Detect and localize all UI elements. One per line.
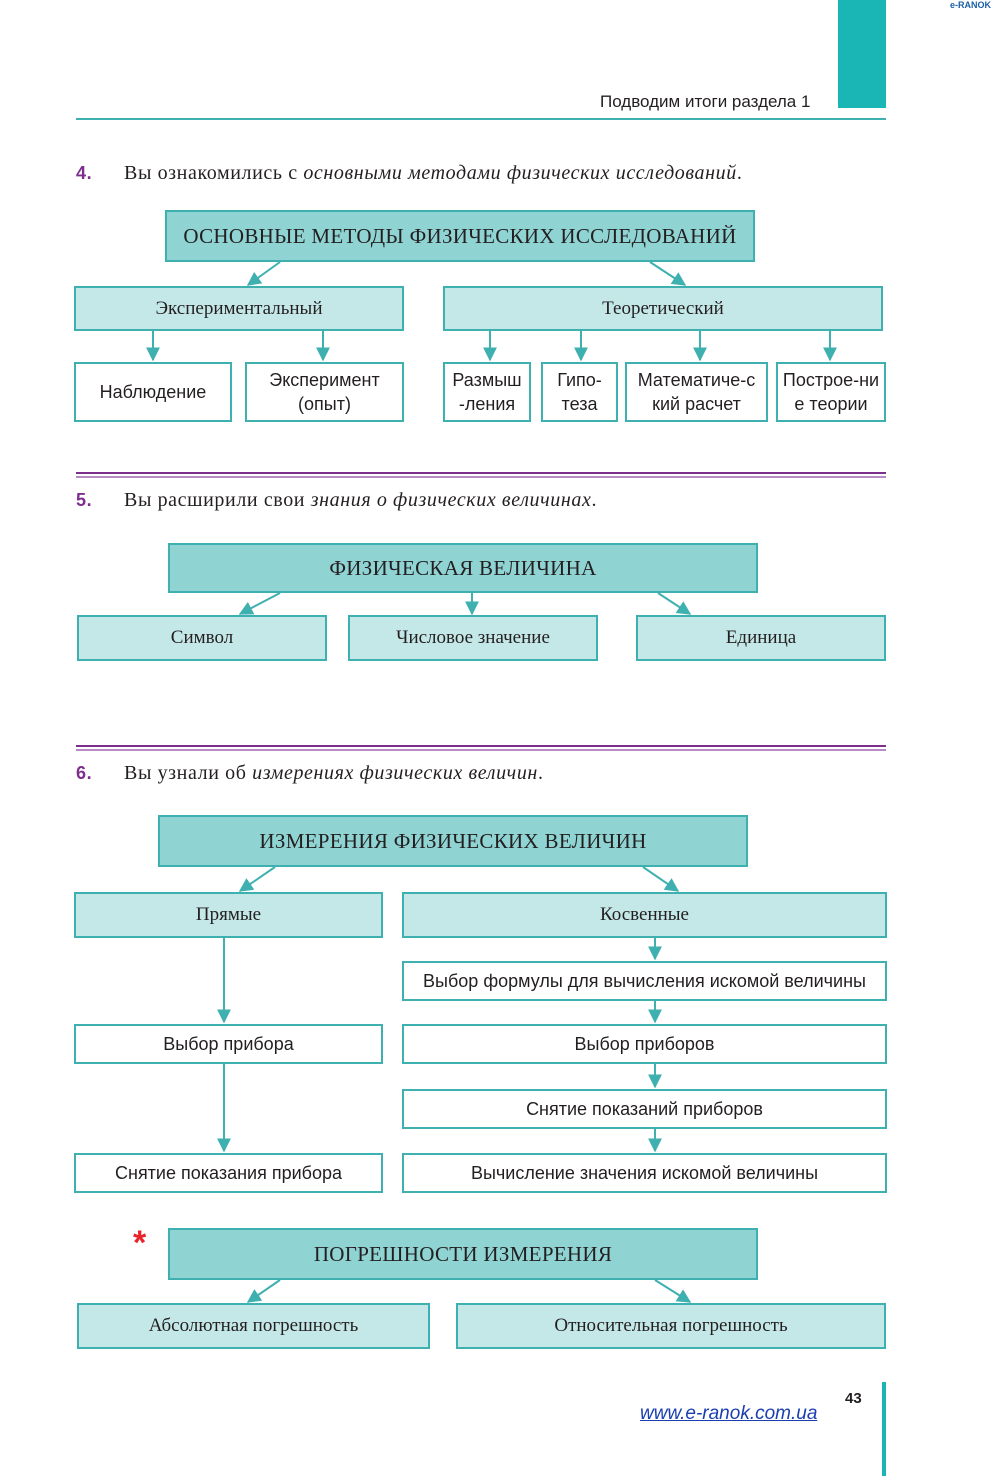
hypothesis-box: Гипо-теза bbox=[541, 362, 618, 422]
measurements-title: ИЗМЕРЕНИЯ ФИЗИЧЕСКИХ ВЕЛИЧИН bbox=[259, 829, 647, 853]
indirect-label: Косвенные bbox=[600, 904, 689, 925]
reflection-label: Размыш-ления bbox=[452, 370, 522, 414]
theory-building-box: Построе-ние теории bbox=[776, 362, 886, 422]
divider-2 bbox=[76, 745, 886, 747]
divider-2-second bbox=[76, 749, 886, 751]
accent-bar bbox=[838, 0, 886, 108]
divider-1-second bbox=[76, 476, 886, 478]
publisher-link[interactable]: www.e-ranok.com.ua bbox=[640, 1403, 818, 1424]
theoretical-label: Теоретический bbox=[602, 297, 724, 319]
section-number: 6. bbox=[76, 763, 93, 783]
brand-logo: e-RANOK bbox=[950, 0, 992, 10]
read-device-box: Снятие показания прибора bbox=[74, 1153, 383, 1193]
experiment-box: Эксперимент (опыт) bbox=[245, 362, 404, 422]
intro-end: . bbox=[591, 489, 598, 511]
intro-end: . bbox=[736, 162, 743, 184]
indirect-box: Косвенные bbox=[402, 892, 887, 938]
unit-label: Единица bbox=[725, 627, 797, 648]
numeric-value-label: Числовое значение bbox=[396, 627, 550, 648]
page-number: 43 bbox=[845, 1390, 862, 1407]
reflection-box: Размыш-ления bbox=[443, 362, 531, 422]
compute-value-box: Вычисление значения искомой величины bbox=[402, 1153, 887, 1193]
quantity-title-box: ФИЗИЧЕСКАЯ ВЕЛИЧИНА bbox=[168, 543, 758, 593]
observation-box: Наблюдение bbox=[74, 362, 232, 422]
calculation-box: Математиче-ский расчет bbox=[625, 362, 768, 422]
choose-formula-label: Выбор формулы для вычисления искомой вел… bbox=[423, 971, 866, 991]
intro-italic: измерениях физических величин bbox=[252, 762, 538, 784]
read-device-label: Снятие показания прибора bbox=[115, 1163, 342, 1183]
relative-error-box: Относительная погрешность bbox=[456, 1303, 886, 1349]
read-devices-label: Снятие показаний приборов bbox=[526, 1099, 763, 1119]
calculation-label: Математиче-ский расчет bbox=[637, 370, 756, 414]
theory-building-label: Построе-ние теории bbox=[782, 370, 880, 414]
section-number: 5. bbox=[76, 490, 93, 510]
read-devices-box: Снятие показаний приборов bbox=[402, 1089, 887, 1129]
choose-device-label: Выбор прибора bbox=[163, 1034, 294, 1054]
direct-box: Прямые bbox=[74, 892, 383, 938]
asterisk-marker: * bbox=[133, 1224, 147, 1262]
hypothesis-label: Гипо-теза bbox=[557, 370, 602, 414]
choose-devices-box: Выбор приборов bbox=[402, 1024, 887, 1064]
theoretical-box: Теоретический bbox=[443, 286, 883, 331]
observation-label: Наблюдение bbox=[99, 382, 207, 402]
experimental-box: Экспериментальный bbox=[74, 286, 404, 331]
absolute-error-box: Абсолютная погрешность bbox=[77, 1303, 430, 1349]
intro-text: Вы расширили свои bbox=[124, 489, 306, 511]
methods-title-box: ОСНОВНЫЕ МЕТОДЫ ФИЗИЧЕСКИХ ИССЛЕДОВАНИЙ bbox=[165, 210, 755, 262]
intro-text: Вы узнали об bbox=[124, 762, 247, 784]
divider-1 bbox=[76, 472, 886, 474]
intro-end: . bbox=[537, 762, 544, 784]
unit-box: Единица bbox=[636, 615, 886, 661]
symbol-box: Символ bbox=[77, 615, 327, 661]
methods-title: ОСНОВНЫЕ МЕТОДЫ ФИЗИЧЕСКИХ ИССЛЕДОВАНИЙ bbox=[183, 224, 737, 248]
section-6-intro: 6. Вы узнали об измерениях физических вел… bbox=[76, 762, 544, 785]
errors-title-box: ПОГРЕШНОСТИ ИЗМЕРЕНИЯ bbox=[168, 1228, 758, 1280]
intro-text: Вы ознакомились с bbox=[124, 162, 298, 184]
footer-vertical-bar bbox=[882, 1382, 886, 1476]
section-number: 4. bbox=[76, 163, 93, 183]
experiment-label: Эксперимент (опыт) bbox=[269, 370, 380, 414]
choose-formula-box: Выбор формулы для вычисления искомой вел… bbox=[402, 961, 887, 1001]
experimental-label: Экспериментальный bbox=[155, 297, 323, 319]
running-title: Подводим итоги раздела 1 bbox=[600, 92, 811, 111]
errors-title: ПОГРЕШНОСТИ ИЗМЕРЕНИЯ bbox=[313, 1242, 613, 1266]
choose-device-box: Выбор прибора bbox=[74, 1024, 383, 1064]
symbol-label: Символ bbox=[170, 627, 234, 648]
quantity-title: ФИЗИЧЕСКАЯ ВЕЛИЧИНА bbox=[329, 556, 597, 580]
compute-value-label: Вычисление значения искомой величины bbox=[470, 1163, 819, 1183]
direct-label: Прямые bbox=[195, 904, 262, 925]
intro-italic: основными методами физических исследован… bbox=[303, 162, 737, 184]
numeric-value-box: Числовое значение bbox=[348, 615, 598, 661]
measurements-title-box: ИЗМЕРЕНИЯ ФИЗИЧЕСКИХ ВЕЛИЧИН bbox=[158, 815, 748, 867]
absolute-error-label: Абсолютная погрешность bbox=[148, 1315, 359, 1336]
section-5-intro: 5. Вы расширили свои знания о физических … bbox=[76, 489, 597, 512]
relative-error-label: Относительная погрешность bbox=[554, 1315, 788, 1336]
intro-italic: знания о физических величинах bbox=[310, 489, 592, 511]
header-rule bbox=[76, 118, 886, 120]
choose-devices-label: Выбор приборов bbox=[574, 1034, 715, 1054]
section-4-intro: 4. Вы ознакомились с основными методами ф… bbox=[76, 162, 742, 185]
